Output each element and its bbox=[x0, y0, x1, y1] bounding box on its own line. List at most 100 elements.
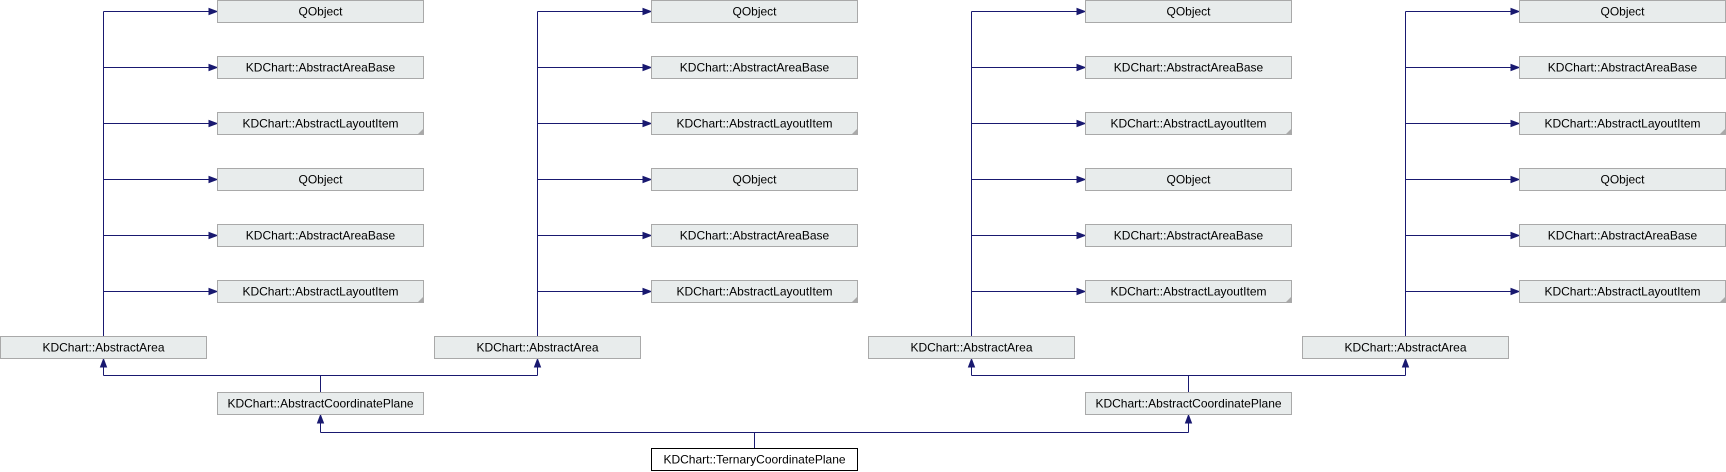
abstract-coordinate-plane-2-box bbox=[1085, 392, 1292, 415]
arrow-col-1-row-1 bbox=[208, 7, 219, 16]
arrow-col-4-row-5 bbox=[1510, 231, 1521, 240]
col-2-qobject-4-box bbox=[651, 168, 858, 191]
arrow-col-3-row-3 bbox=[1076, 119, 1087, 128]
abstract-area-4-box bbox=[1302, 336, 1509, 359]
col-3-abstract-area-base-5-label: KDChart::AbstractAreaBase bbox=[1114, 229, 1264, 243]
col-4-abstract-layout-item-3[interactable]: KDChart::AbstractLayoutItem bbox=[1519, 112, 1726, 135]
abstract-area-2[interactable]: KDChart::AbstractArea bbox=[434, 336, 641, 359]
ternary-to-planes bbox=[320, 423, 1189, 449]
col-1-abstract-layout-item-6-label: KDChart::AbstractLayoutItem bbox=[242, 285, 398, 299]
col-2-qobject-1[interactable]: QObject bbox=[651, 0, 858, 23]
col-3-qobject-4-box bbox=[1085, 168, 1292, 191]
arrow-ternary-left bbox=[316, 413, 325, 424]
edges bbox=[99, 7, 1521, 449]
abstract-area-3-label: KDChart::AbstractArea bbox=[910, 341, 1032, 355]
col-4-abstract-layout-item-6-label: KDChart::AbstractLayoutItem bbox=[1544, 285, 1700, 299]
col-3-abstract-layout-item-6[interactable]: KDChart::AbstractLayoutItem bbox=[1085, 280, 1292, 303]
col-4-abstract-area-base-2-label: KDChart::AbstractAreaBase bbox=[1548, 61, 1698, 75]
arrow-col-2-row-4 bbox=[642, 175, 653, 184]
col-3-abstract-layout-item-6-fold-mark bbox=[1285, 296, 1292, 303]
arrow-col-1-row-3 bbox=[208, 119, 219, 128]
col-1-abstract-layout-item-3[interactable]: KDChart::AbstractLayoutItem bbox=[217, 112, 424, 135]
col-2-abstract-area-base-5[interactable]: KDChart::AbstractAreaBase bbox=[651, 224, 858, 247]
abstract-coordinate-plane-1-box bbox=[217, 392, 424, 415]
col-1-abstract-layout-item-3-fold-mark bbox=[417, 128, 424, 135]
plane-2-to-areas bbox=[971, 367, 1406, 393]
arrow-col-3-row-6 bbox=[1076, 287, 1087, 296]
col-3-abstract-area-base-5-box bbox=[1085, 224, 1292, 247]
col-2-abstract-layout-item-3-box bbox=[651, 112, 858, 135]
abstract-coordinate-plane-1-label: KDChart::AbstractCoordinatePlane bbox=[227, 397, 413, 411]
col-2-abstract-layout-item-6-fold-mark bbox=[851, 296, 858, 303]
col-2-abstract-layout-item-6[interactable]: KDChart::AbstractLayoutItem bbox=[651, 280, 858, 303]
arrow-col-2-row-2 bbox=[642, 63, 653, 72]
col-1-qobject-1-label: QObject bbox=[298, 5, 343, 19]
col-3-qobject-1[interactable]: QObject bbox=[1085, 0, 1292, 23]
arrow-col-4-row-1 bbox=[1510, 7, 1521, 16]
arrow-col-2-row-1 bbox=[642, 7, 653, 16]
abstract-area-3[interactable]: KDChart::AbstractArea bbox=[868, 336, 1075, 359]
col-1-qobject-1[interactable]: QObject bbox=[217, 0, 424, 23]
arrow-col-1-row-4 bbox=[208, 175, 219, 184]
abstract-coordinate-plane-1[interactable]: KDChart::AbstractCoordinatePlane bbox=[217, 392, 424, 415]
col-1-abstract-area-base-2-label: KDChart::AbstractAreaBase bbox=[246, 61, 396, 75]
col-1-abstract-area-base-2-box bbox=[217, 56, 424, 79]
col-3-abstract-area-base-2[interactable]: KDChart::AbstractAreaBase bbox=[1085, 56, 1292, 79]
col-1-qobject-4-box bbox=[217, 168, 424, 191]
col-3-qobject-4[interactable]: QObject bbox=[1085, 168, 1292, 191]
col-2-qobject-1-box bbox=[651, 0, 858, 23]
arrow-plane-2-right bbox=[1401, 357, 1410, 368]
abstract-area-1-label: KDChart::AbstractArea bbox=[42, 341, 164, 355]
arrow-col-3-row-1 bbox=[1076, 7, 1087, 16]
col-3-abstract-area-base-2-box bbox=[1085, 56, 1292, 79]
col-2-qobject-4[interactable]: QObject bbox=[651, 168, 858, 191]
col-1-qobject-4[interactable]: QObject bbox=[217, 168, 424, 191]
arrow-plane-1-right bbox=[533, 357, 542, 368]
col-4-abstract-layout-item-6[interactable]: KDChart::AbstractLayoutItem bbox=[1519, 280, 1726, 303]
arrow-plane-1-left bbox=[99, 357, 108, 368]
col-4-abstract-area-base-5[interactable]: KDChart::AbstractAreaBase bbox=[1519, 224, 1726, 247]
col-4-abstract-area-base-5-label: KDChart::AbstractAreaBase bbox=[1548, 229, 1698, 243]
arrow-col-1-row-5 bbox=[208, 231, 219, 240]
ternary-coordinate-plane[interactable]: KDChart::TernaryCoordinatePlane bbox=[651, 448, 858, 471]
col-2-abstract-area-base-2-box bbox=[651, 56, 858, 79]
col-1-abstract-area-base-2[interactable]: KDChart::AbstractAreaBase bbox=[217, 56, 424, 79]
col-2-abstract-area-base-5-box bbox=[651, 224, 858, 247]
col-3-abstract-area-base-2-label: KDChart::AbstractAreaBase bbox=[1114, 61, 1264, 75]
col-1-abstract-layout-item-6[interactable]: KDChart::AbstractLayoutItem bbox=[217, 280, 424, 303]
col-3-abstract-layout-item-6-box bbox=[1085, 280, 1292, 303]
col-2-qobject-4-label: QObject bbox=[732, 173, 777, 187]
abstract-coordinate-plane-2-label: KDChart::AbstractCoordinatePlane bbox=[1095, 397, 1281, 411]
col-3-qobject-4-label: QObject bbox=[1166, 173, 1211, 187]
arrow-col-1-row-6 bbox=[208, 287, 219, 296]
col-3-abstract-layout-item-3[interactable]: KDChart::AbstractLayoutItem bbox=[1085, 112, 1292, 135]
arrow-col-3-row-4 bbox=[1076, 175, 1087, 184]
col-3-abstract-area-base-5[interactable]: KDChart::AbstractAreaBase bbox=[1085, 224, 1292, 247]
col-4-abstract-layout-item-3-fold-mark bbox=[1719, 128, 1726, 135]
col-2-abstract-layout-item-3[interactable]: KDChart::AbstractLayoutItem bbox=[651, 112, 858, 135]
abstract-coordinate-plane-2[interactable]: KDChart::AbstractCoordinatePlane bbox=[1085, 392, 1292, 415]
plane-1-to-areas bbox=[103, 367, 538, 393]
col-1-qobject-4-label: QObject bbox=[298, 173, 343, 187]
arrow-col-3-row-2 bbox=[1076, 63, 1087, 72]
col-1-abstract-layout-item-6-fold-mark bbox=[417, 296, 424, 303]
col-2-abstract-area-base-2[interactable]: KDChart::AbstractAreaBase bbox=[651, 56, 858, 79]
abstract-area-4[interactable]: KDChart::AbstractArea bbox=[1302, 336, 1509, 359]
col-3-abstract-layout-item-3-label: KDChart::AbstractLayoutItem bbox=[1110, 117, 1266, 131]
col-2-abstract-area-base-2-label: KDChart::AbstractAreaBase bbox=[680, 61, 830, 75]
abstract-area-1[interactable]: KDChart::AbstractArea bbox=[0, 336, 207, 359]
col-1-abstract-layout-item-3-label: KDChart::AbstractLayoutItem bbox=[242, 117, 398, 131]
col-4-qobject-1[interactable]: QObject bbox=[1519, 0, 1726, 23]
arrow-col-1-row-2 bbox=[208, 63, 219, 72]
arrow-col-2-row-3 bbox=[642, 119, 653, 128]
col-4-qobject-4[interactable]: QObject bbox=[1519, 168, 1726, 191]
col-1-abstract-area-base-5-box bbox=[217, 224, 424, 247]
arrow-col-4-row-4 bbox=[1510, 175, 1521, 184]
col-1-abstract-area-base-5-label: KDChart::AbstractAreaBase bbox=[246, 229, 396, 243]
col-3-abstract-layout-item-3-box bbox=[1085, 112, 1292, 135]
col-4-abstract-area-base-2[interactable]: KDChart::AbstractAreaBase bbox=[1519, 56, 1726, 79]
col-1-abstract-area-base-5[interactable]: KDChart::AbstractAreaBase bbox=[217, 224, 424, 247]
col-3-qobject-1-box bbox=[1085, 0, 1292, 23]
col-2-abstract-layout-item-6-box bbox=[651, 280, 858, 303]
